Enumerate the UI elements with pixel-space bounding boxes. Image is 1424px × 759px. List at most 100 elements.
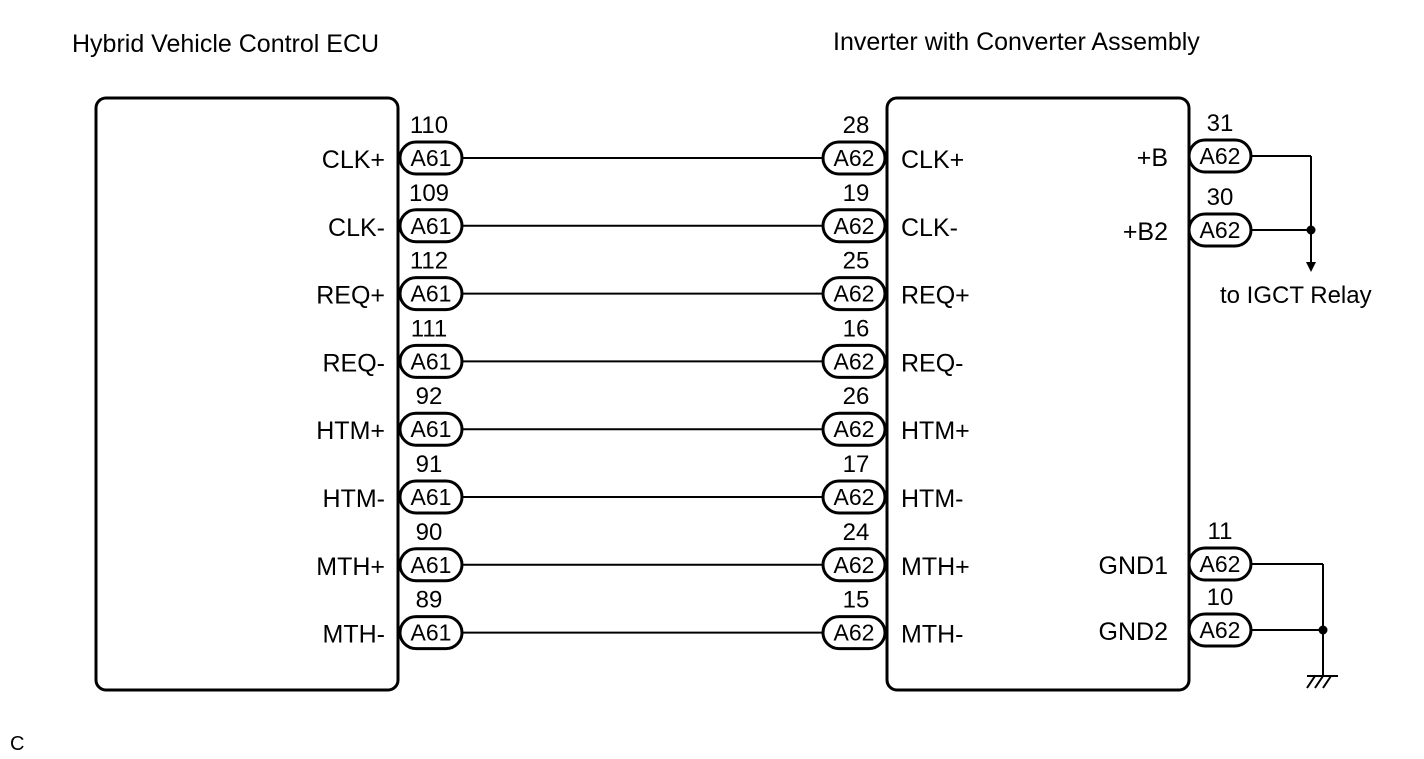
ground-connector-label: A62	[1200, 551, 1241, 577]
splice-dot	[1318, 625, 1328, 635]
power-connector-label: A62	[1200, 143, 1241, 169]
ground-connector	[1187, 612, 1253, 648]
ecu-signal-label: CLK+	[322, 146, 385, 174]
inverter-connector-label: A62	[834, 145, 875, 171]
ecu-pin-number: 112	[410, 248, 448, 275]
ecu-connector	[398, 479, 464, 515]
inverter-signal-label: REQ+	[901, 282, 970, 310]
ecu-pin-number: 111	[411, 315, 447, 342]
ground-bus	[1252, 563, 1328, 676]
footer-code: C	[10, 733, 24, 755]
inverter-signal-label: MTH-	[901, 621, 963, 649]
relay-label: to IGCT Relay	[1220, 282, 1372, 309]
inverter-signal-label: HTM-	[901, 485, 963, 513]
inverter-connector-label: A62	[834, 213, 875, 239]
ground-symbol-icon	[1306, 675, 1338, 689]
ecu-connector-label: A61	[411, 145, 452, 171]
inverter-connector	[821, 208, 887, 244]
inverter-connector-label: A62	[834, 620, 875, 646]
ecu-signal-label: MTH-	[323, 621, 385, 649]
inverter-connector-label: A62	[834, 484, 875, 510]
ground-connector-label: A62	[1200, 617, 1241, 643]
ecu-connector	[398, 615, 464, 651]
ecu-connector-label: A61	[411, 348, 452, 374]
inverter-connector-label: A62	[834, 281, 875, 307]
ecu-pin-number: 91	[416, 451, 443, 478]
inverter-signal-label: CLK-	[901, 214, 958, 242]
inverter-connector	[821, 411, 887, 447]
inverter-pin-number: 26	[843, 383, 870, 410]
inverter-pin-number: 15	[843, 587, 870, 614]
power-bus	[1252, 155, 1316, 272]
power-connector	[1187, 138, 1253, 174]
ecu-connector	[398, 208, 464, 244]
inverter-signal-label: REQ-	[901, 349, 964, 377]
inverter-connector	[821, 479, 887, 515]
inverter-connector	[821, 547, 887, 583]
splice-dot	[1306, 225, 1316, 235]
inverter-connector	[821, 276, 887, 312]
inverter-pin-number: 28	[843, 112, 870, 139]
ecu-signal-label: REQ+	[316, 282, 385, 310]
ecu-title: Hybrid Vehicle Control ECU	[72, 30, 379, 58]
inverter-pin-number: 24	[843, 519, 870, 546]
ecu-connector	[398, 343, 464, 379]
inverter-connector-label: A62	[834, 348, 875, 374]
ground-signal-label: GND1	[1099, 552, 1168, 580]
ecu-connector	[398, 547, 464, 583]
ecu-box	[94, 96, 400, 692]
ecu-connector-label: A61	[411, 552, 452, 578]
inverter-connector-label: A62	[834, 416, 875, 442]
ground-signal-label: GND2	[1099, 618, 1168, 646]
inverter-box	[885, 96, 1191, 692]
power-signal-label: +B	[1137, 144, 1168, 172]
inverter-pin-number: 16	[843, 315, 870, 342]
ecu-pin-number: 92	[416, 383, 443, 410]
inverter-pin-number: 17	[843, 451, 870, 478]
inverter-connector	[821, 615, 887, 651]
inverter-signal-label: HTM+	[901, 417, 970, 445]
inverter-signal-label: CLK+	[901, 146, 964, 174]
ecu-signal-label: CLK-	[328, 214, 385, 242]
ecu-connector	[398, 411, 464, 447]
ecu-pin-number: 110	[410, 112, 448, 139]
ecu-signal-label: MTH+	[316, 553, 385, 581]
ecu-signal-label: REQ-	[323, 349, 386, 377]
ground-pin-number: 10	[1207, 584, 1234, 611]
inverter-connector-label: A62	[834, 552, 875, 578]
ecu-connector-label: A61	[411, 213, 452, 239]
ecu-connector-label: A61	[411, 484, 452, 510]
ecu-pin-number: 89	[416, 587, 443, 614]
inverter-title: Inverter with Converter Assembly	[833, 28, 1200, 56]
inverter-connector	[821, 140, 887, 176]
power-pin-number: 31	[1207, 110, 1234, 137]
ecu-connector-label: A61	[411, 281, 452, 307]
ecu-pin-number: 109	[409, 180, 449, 207]
ecu-pin-number: 90	[416, 519, 443, 546]
arrow-down-icon	[1306, 262, 1316, 272]
inverter-connector	[821, 343, 887, 379]
power-pin-number: 30	[1207, 184, 1234, 211]
power-signal-label: +B2	[1123, 218, 1168, 246]
ground-pin-number: 11	[1208, 518, 1233, 545]
power-connector	[1187, 212, 1253, 248]
ecu-signal-label: HTM+	[316, 417, 385, 445]
power-connector-label: A62	[1200, 217, 1241, 243]
inverter-signal-label: MTH+	[901, 553, 970, 581]
inverter-pin-number: 25	[843, 248, 870, 275]
ecu-signal-label: HTM-	[323, 485, 385, 513]
inverter-pin-number: 19	[843, 180, 870, 207]
